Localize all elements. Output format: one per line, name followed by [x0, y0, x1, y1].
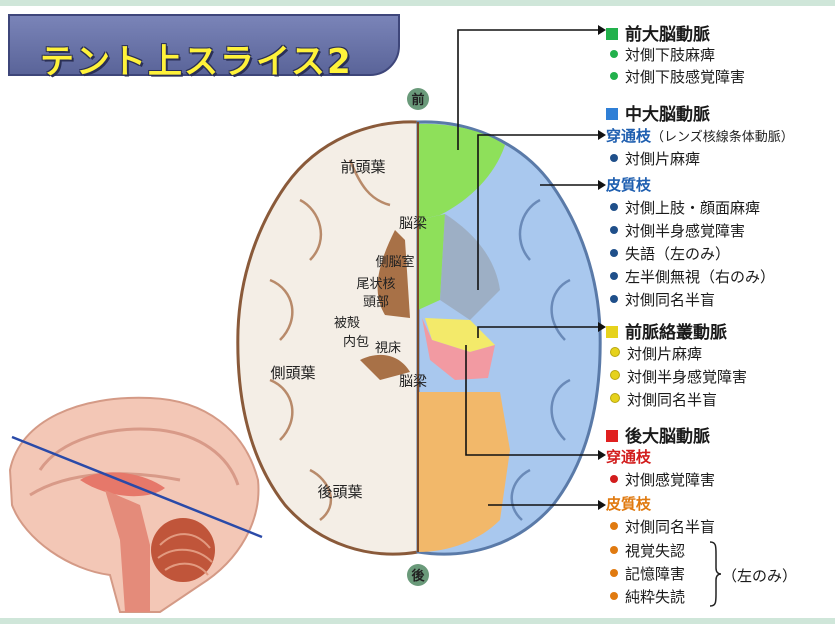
- acha-title: 前脈絡叢動脈: [625, 323, 727, 343]
- pca-cortical-heading: 皮質枝: [606, 495, 652, 513]
- mca-perforating-heading: 穿通枝（レンズ核線条体動脈）: [606, 127, 794, 145]
- bullet-icon: [610, 50, 618, 58]
- axial-slice: [236, 120, 602, 556]
- acha-item-2: 対側半身感覚障害: [610, 366, 747, 387]
- temporal-lobe-label: 側頭葉: [270, 364, 315, 382]
- bullet-icon: [610, 72, 618, 80]
- mca-cort-item-2: 対側半身感覚障害: [610, 220, 745, 241]
- aca-item-1: 対側下肢麻痺: [610, 44, 715, 65]
- lateral-ventricle-label: 側脳室: [375, 254, 414, 270]
- connector-lines: [457, 29, 598, 506]
- back-label: 後: [411, 568, 425, 584]
- bullet-icon: [610, 347, 620, 357]
- front-marker: [407, 88, 429, 110]
- bullet-icon: [610, 203, 618, 211]
- bullet-icon: [610, 393, 620, 403]
- front-label: 前: [411, 92, 424, 108]
- aca-item-2: 対側下肢感覚障害: [610, 66, 745, 87]
- acha-item-3: 対側同名半盲: [610, 389, 717, 410]
- pca-cort-item-2: 視覚失認: [610, 540, 685, 561]
- bullet-icon: [610, 154, 618, 162]
- mca-cort-item-5: 対側同名半盲: [610, 289, 715, 310]
- sagittal-inset: [8, 396, 263, 613]
- corpus-callosum-back-label: 脳梁: [399, 374, 427, 390]
- caudate-label-1: 尾状核: [356, 277, 395, 292]
- mca-perforating-note: （レンズ核線条体動脈）: [651, 130, 794, 145]
- mca-cort-item-3: 失語（左のみ）: [610, 243, 730, 264]
- bullet-icon: [610, 272, 618, 280]
- mca-title: 中大脳動脈: [625, 105, 710, 125]
- pca-cort-item-4: 純粋失読: [610, 586, 685, 607]
- bullet-icon: [610, 475, 618, 483]
- caudate-label-2: 頭部: [363, 295, 389, 310]
- pca-perforating-heading: 穿通枝: [606, 448, 652, 466]
- frontal-lobe-label: 前頭葉: [340, 158, 385, 176]
- mca-cort-item-4: 左半側無視（右のみ）: [610, 266, 775, 287]
- corpus-callosum-front-label: 脳梁: [399, 216, 427, 232]
- occipital-lobe-label: 後頭葉: [317, 483, 362, 501]
- pca-title: 後大脳動脈: [625, 427, 710, 447]
- aca-title: 前大脳動脈: [625, 25, 710, 45]
- pca-cort-item-3: 記憶障害: [610, 563, 685, 584]
- pca-cort-item-1: 対側同名半盲: [610, 516, 715, 537]
- acha-heading: 前脈絡叢動脈: [606, 318, 727, 343]
- pca-perf-item-1: 対側感覚障害: [610, 469, 715, 490]
- mca-cort-item-1: 対側上肢・顔面麻痺: [610, 197, 760, 218]
- title-banner: テント上スライス2: [8, 14, 400, 82]
- back-marker: [407, 564, 429, 586]
- pca-heading: 後大脳動脈: [606, 422, 710, 447]
- brace-icon: [709, 541, 722, 607]
- acha-item-1: 対側片麻痺: [610, 343, 702, 364]
- slice-line: [11, 435, 263, 539]
- arrow-heads: [598, 25, 606, 510]
- internal-capsule-label: 内包: [343, 334, 369, 350]
- thalamus-label: 視床: [375, 341, 401, 356]
- bottom-border: [0, 618, 835, 624]
- bullet-icon: [610, 226, 618, 234]
- bullet-icon: [610, 295, 618, 303]
- bullet-icon: [610, 569, 618, 577]
- bullet-icon: [610, 592, 618, 600]
- mca-cortical-heading: 皮質枝: [606, 176, 652, 194]
- bullet-icon: [610, 249, 618, 257]
- page-title: テント上スライス2: [40, 42, 353, 82]
- bullet-icon: [610, 370, 620, 380]
- mca-swatch-icon: [606, 108, 618, 120]
- mca-heading: 中大脳動脈: [606, 100, 710, 125]
- left-only-note: （左のみ）: [722, 567, 798, 585]
- acha-swatch-icon: [606, 326, 618, 338]
- pca-swatch-icon: [606, 430, 618, 442]
- aca-heading: 前大脳動脈: [606, 20, 710, 45]
- bullet-icon: [610, 546, 618, 554]
- aca-swatch-icon: [606, 28, 618, 40]
- bullet-icon: [610, 522, 618, 530]
- mca-perf-item-1: 対側片麻痺: [610, 148, 700, 169]
- top-border: [0, 0, 835, 6]
- putamen-label: 被殻: [334, 316, 360, 331]
